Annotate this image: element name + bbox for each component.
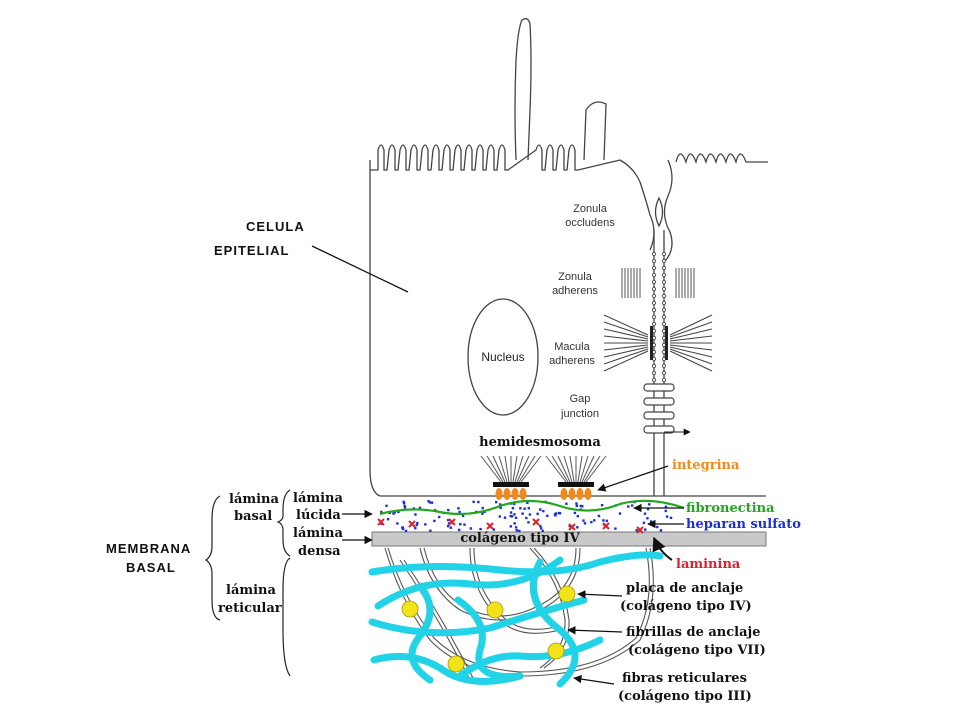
nucleus (467, 298, 539, 416)
anchoring-plaque (401, 600, 419, 618)
epithelial-cell (311, 18, 768, 497)
cell-label-leader (311, 245, 409, 293)
macula-adherens-line1: Macula (554, 341, 590, 353)
laminin-mark (448, 518, 456, 526)
placa-anclaje-line2: (colágeno tipo IV) (620, 599, 752, 614)
heparan-sulfate-dots (380, 500, 673, 533)
laminin-mark (532, 518, 540, 526)
macula-adherens-line2: adherens (549, 355, 595, 367)
integrina-arrow (597, 465, 669, 492)
hemidesmosomes (480, 455, 607, 500)
hemidesmosoma-label: hemidesmosoma (479, 435, 601, 450)
lamina-basal-brace (276, 489, 291, 557)
membrana-basal-brace (204, 495, 221, 621)
laminin-mark (486, 522, 494, 530)
fibras-reticulares-arrow (573, 674, 615, 685)
colageno-iv-label: colágeno tipo IV (460, 531, 580, 546)
lamina-lucida-line1: lámina (293, 491, 344, 506)
cell-title-line1: CELULA (246, 219, 305, 234)
gap-junction-line2: junction (560, 408, 599, 420)
zonula-occludens-line2: occludens (565, 217, 615, 229)
neighbor-microvilli (675, 153, 768, 165)
fibrillas-anclaje-arrow (567, 626, 623, 635)
apical-projection (583, 101, 607, 161)
laminin-mark (408, 520, 416, 528)
anchoring-plaque (486, 601, 504, 619)
placa-anclaje-line1: placa de anclaje (626, 581, 743, 596)
integrin-molecule (495, 488, 503, 500)
hemidesmosome-plaque (558, 482, 594, 487)
anchoring-plaque (558, 585, 576, 603)
lamina-densa-line2: densa (298, 544, 341, 559)
anchoring-plaque (547, 642, 565, 660)
membrana-basal-line2: BASAL (126, 560, 176, 575)
integrin-molecule (576, 488, 584, 500)
laminin-mark (636, 526, 644, 534)
reticular-fibers (368, 551, 664, 688)
membrana-basal-line1: MEMBRANA (106, 541, 191, 556)
lamina-basal-line1: lámina (229, 492, 280, 507)
hemidesmosome-plaque (493, 482, 529, 487)
integrin-molecule (519, 488, 527, 500)
cell-left-wall (369, 160, 381, 497)
placa-anclaje-arrow (577, 590, 623, 599)
fibras-reticulares-line2: (colágeno tipo III) (618, 689, 752, 704)
anchoring-plaques (401, 585, 576, 673)
gap-junction-line1: Gap (570, 393, 591, 405)
fibronectin-line (379, 499, 685, 516)
lamina-reticular-line1: lámina (226, 583, 277, 598)
integrin-molecule (568, 488, 576, 500)
laminina-arrow (652, 536, 673, 561)
fibras-reticulares-line1: fibras reticulares (622, 671, 747, 686)
lamina-reticular-brace (282, 557, 291, 677)
zonula-occludens: Zonula occludens (565, 196, 664, 229)
lamina-lucida-line2: lúcida (296, 508, 341, 523)
macula-adherens: Macula adherens (549, 314, 713, 372)
microvilli-border (370, 144, 621, 171)
integrin-molecule (560, 488, 568, 500)
laminin-mark (602, 522, 610, 530)
laminina-label: laminina (676, 557, 741, 572)
lamina-densa-line1: lámina (293, 526, 344, 541)
gap-junction: Gap junction (560, 383, 691, 436)
laminin-mark (568, 523, 576, 531)
integrina-label: integrina (672, 458, 740, 473)
zonula-adherens-line2: adherens (552, 285, 598, 297)
zonula-occludens-line1: Zonula (573, 203, 608, 215)
nucleus-label: Nucleus (481, 350, 524, 364)
zonula-adherens: Zonula adherens (552, 251, 695, 390)
fibrillas-anclaje-line1: fibrillas de anclaje (626, 625, 761, 640)
lamina-basal-line2: basal (234, 509, 272, 524)
integrin-molecule (503, 488, 511, 500)
cilium (514, 18, 532, 161)
laminin-mark (377, 518, 385, 526)
integrin-molecule (584, 488, 592, 500)
cell-title-line2: EPITELIAL (214, 243, 289, 258)
integrin-molecule (511, 488, 519, 500)
fibronectina-label: fibronectina (686, 501, 775, 516)
laminin-marks (377, 518, 644, 534)
zonula-adherens-line1: Zonula (558, 271, 593, 283)
anchoring-plaque (447, 655, 465, 673)
fibrillas-anclaje-line2: (colágeno tipo VII) (628, 643, 766, 658)
lamina-reticular-line2: reticular (218, 601, 282, 616)
heparan-sulfato-label: heparan sulfato (686, 517, 801, 532)
tight-junction-membrane (619, 159, 673, 263)
